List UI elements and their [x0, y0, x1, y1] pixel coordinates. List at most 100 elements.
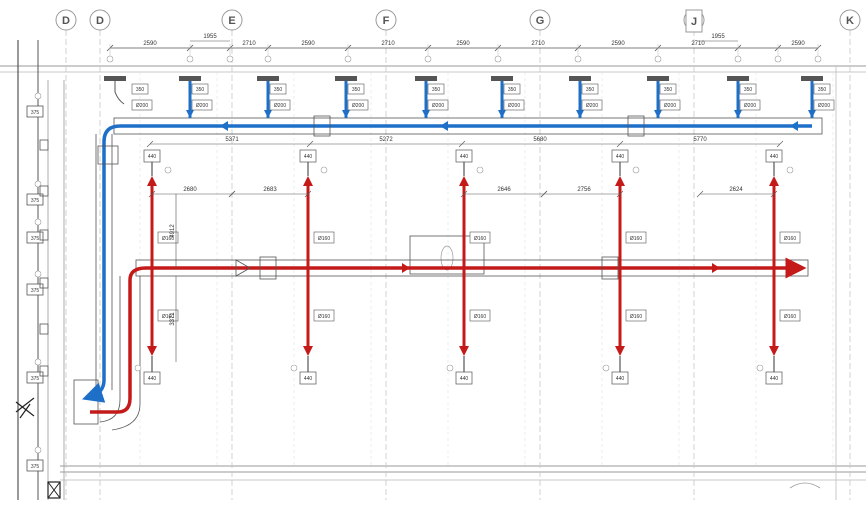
grille-label: 350 [136, 87, 145, 93]
duct-size-label: Ø160 [474, 236, 486, 242]
extract-flow-arrow [220, 121, 228, 131]
extract-branch-arrow [186, 110, 194, 118]
dimension-label: 5770 [693, 137, 707, 143]
grille-label-box [427, 83, 445, 95]
supply-branch-arrow [769, 176, 779, 186]
damper-symbol [601, 256, 619, 280]
supply-branch-arrow [459, 176, 469, 186]
floor-curve [789, 482, 821, 489]
axis-label: K [846, 15, 854, 27]
wall-node [34, 358, 42, 366]
duct-size-box [427, 99, 449, 111]
dimension-tick [228, 190, 236, 198]
duct-size-box [131, 99, 153, 111]
cabinet-box [73, 379, 99, 425]
dimension-label: 2590 [791, 41, 805, 47]
dimension-tick [304, 190, 312, 198]
grille-label-box [131, 83, 149, 95]
fixture-symbol [15, 397, 35, 419]
extract-branch-arrow [808, 110, 816, 118]
extract-duct-system: 350Ø200350Ø200350Ø200350Ø200350Ø200350Ø2… [82, 76, 835, 403]
extract-branch-arrow [654, 110, 662, 118]
wall-tag-label: 375 [31, 288, 40, 294]
node-marker [446, 364, 454, 372]
extract-flow-arrow [790, 121, 798, 131]
grille-label: 440 [148, 154, 157, 160]
node-marker [494, 55, 502, 63]
grille-label: 350 [508, 87, 517, 93]
damper-symbol [97, 145, 119, 165]
grille-label: 440 [616, 376, 625, 382]
axis-bubble [221, 9, 243, 31]
grille-label: 350 [274, 87, 283, 93]
supply-branch-arrow [459, 346, 469, 356]
node-marker [164, 166, 172, 174]
supply-duct-system: 440440Ø160Ø160440440Ø160Ø160440440Ø160Ø1… [90, 149, 809, 431]
dimension-tick [616, 190, 624, 198]
duct-size-label: Ø200 [744, 103, 756, 109]
grille-label: 350 [432, 87, 441, 93]
grille-label: 350 [352, 87, 361, 93]
grille-label: 440 [460, 376, 469, 382]
duct-size-label: Ø160 [784, 236, 796, 242]
grille-label-box [347, 83, 365, 95]
supply-flow-arrow [712, 263, 720, 273]
extract-grille [647, 76, 669, 81]
axis-bubble [89, 9, 111, 31]
supply-branch-arrow [147, 176, 157, 186]
wall-tag-box [26, 371, 44, 384]
supply-branch-arrow [147, 346, 157, 356]
dimension-label: 2756 [577, 187, 591, 193]
dimension-tick [148, 190, 156, 198]
duct-size-label: Ø200 [136, 103, 148, 109]
node-marker [632, 166, 640, 174]
duct-size-box [503, 99, 525, 111]
dimension-label: 5680 [533, 137, 547, 143]
wall-node [34, 218, 42, 226]
supply-branch-arrow [615, 346, 625, 356]
dimension-label: 2710 [242, 41, 256, 47]
wall-tag-box [26, 193, 44, 206]
extract-branch-arrow [734, 110, 742, 118]
node-marker [654, 55, 662, 63]
dimension-label: 2683 [263, 187, 277, 193]
extract-grille [569, 76, 591, 81]
node-marker [786, 166, 794, 174]
duct-size-label: Ø200 [664, 103, 676, 109]
extract-branch-arrow [342, 110, 350, 118]
damper-symbol [313, 115, 331, 137]
axis-bubble [375, 9, 397, 31]
node-marker [774, 55, 782, 63]
node-marker [320, 166, 328, 174]
node-marker [602, 364, 610, 372]
dimension-tick [540, 190, 548, 198]
duct-size-label: Ø160 [162, 236, 174, 242]
fixture-cross [47, 481, 61, 499]
node-marker [226, 55, 234, 63]
duct-size-label: Ø200 [196, 103, 208, 109]
wall-tag-label: 375 [31, 464, 40, 470]
wall-tag-box [26, 231, 44, 244]
grille-label: 350 [586, 87, 595, 93]
wall-node [34, 446, 42, 454]
grille-label-box [739, 83, 757, 95]
node-marker [734, 55, 742, 63]
supply-branch-arrow [615, 176, 625, 186]
extract-flow-line [82, 124, 812, 403]
node-marker [756, 364, 764, 372]
grille-label: 440 [304, 376, 313, 382]
wall-tag-label: 375 [31, 236, 40, 242]
wall-node [34, 92, 42, 100]
duct-size-box [813, 99, 835, 111]
dimension-label: 5371 [225, 137, 239, 143]
wall-tag-label: 375 [31, 110, 40, 116]
extract-branch-arrow [576, 110, 584, 118]
supply-branch-arrow [769, 346, 779, 356]
dimension-label: 2590 [143, 41, 157, 47]
dimension-tick [770, 190, 778, 198]
duct-size-box [191, 99, 213, 111]
grid-axis-bubbles: DDEFGHKJ [55, 9, 861, 33]
dimension-tick [776, 140, 784, 148]
